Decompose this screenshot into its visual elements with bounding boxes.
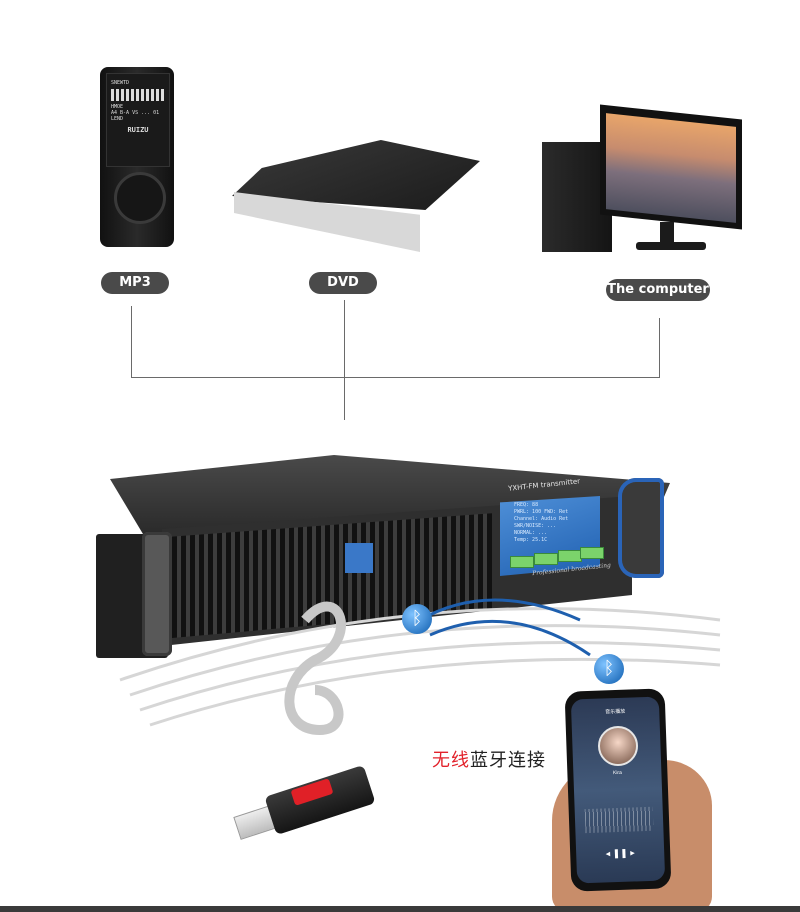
connector-line-horizontal: [131, 377, 660, 378]
lcd-line: SWR/NOISE: ...: [514, 523, 557, 529]
mp3-screen-line: SNEWTD: [111, 80, 130, 86]
smartphone-screen: 音乐播放 Kira ◂ ❚❚ ▸: [570, 696, 666, 884]
bluetooth-icon: ᛒ: [402, 604, 432, 634]
connector-line-dvd: [344, 300, 345, 420]
phone-play-controls: ◂ ❚❚ ▸: [605, 847, 635, 859]
lcd-button-2: [534, 553, 558, 565]
mp3-player-screen: SNEWTD HMOE A4 B-A VS ... 01 LEND RUIZU: [106, 73, 170, 167]
lcd-line: Channel: Audio Ret: [514, 516, 569, 522]
mp3-screen-text: SNEWTD HMOE A4 B-A VS ... 01 LEND RUIZU: [107, 74, 169, 140]
mp3-screen-line: LEND: [111, 116, 124, 122]
treble-clef-icon: [284, 601, 346, 736]
phone-album-avatar: [598, 726, 638, 766]
lcd-button-4: [580, 547, 604, 559]
bottom-divider: [0, 906, 800, 912]
phone-waveform: [584, 806, 654, 834]
bluetooth-icon: ᛒ: [594, 654, 624, 684]
lcd-line: FREQ: 88: [514, 502, 539, 508]
dvd-label: DVD: [309, 272, 377, 294]
monitor-screen: [606, 113, 736, 223]
mp3-screen-line: A4 B-A VS ... 01: [111, 110, 160, 116]
lcd-line: NORMAL: ...: [514, 530, 548, 536]
phone-header: 音乐播放: [605, 708, 626, 716]
monitor-stand: [660, 222, 674, 244]
monitor-stand-base: [636, 242, 706, 250]
computer-label: The computer: [606, 279, 710, 301]
mp3-screen-line: HMOE: [111, 104, 124, 110]
brand-badge: [345, 543, 373, 573]
bluetooth-arc-upper: [419, 598, 581, 622]
lcd-text: FREQ: 88 PWRL: 100 FWD: Ret Channel: Aud…: [500, 496, 600, 544]
rack-ear-right: [618, 478, 664, 578]
mp3-brand: RUIZU: [127, 126, 149, 134]
bluetooth-arc-lower: [429, 619, 591, 657]
rack-handle-left: [142, 532, 172, 656]
lcd-button-1: [510, 556, 534, 568]
mp3-control-ring: [114, 172, 166, 224]
usb-drive-icon: [264, 764, 376, 836]
mp3-equalizer: [111, 89, 165, 101]
connector-line-mp3: [131, 306, 132, 378]
caption-red-text: 无线: [432, 750, 470, 771]
lcd-line: PWRL: 100 FWD: Ret: [514, 509, 569, 515]
bluetooth-caption: 无线蓝牙连接: [432, 746, 546, 772]
mp3-label: MP3: [101, 272, 169, 294]
phone-song-title: Kira: [612, 769, 622, 777]
connector-line-computer: [659, 318, 660, 378]
caption-black-text: 蓝牙连接: [470, 750, 546, 771]
lcd-line: Temp: 25.1C: [514, 537, 548, 543]
